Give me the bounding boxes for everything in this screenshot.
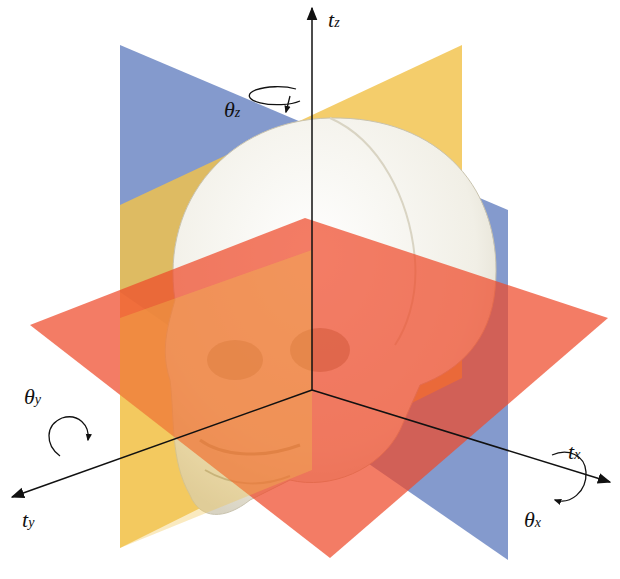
axis-label: θy bbox=[22, 385, 43, 409]
z-rotation-arc bbox=[249, 87, 300, 105]
z-axis bbox=[311, 8, 313, 390]
x-axis bbox=[312, 390, 610, 482]
y-rotation-arc bbox=[49, 417, 88, 456]
y-axis bbox=[12, 390, 312, 497]
axis-label: θx bbox=[522, 508, 543, 532]
z-rotation-arrow bbox=[286, 96, 290, 112]
axis-label: tz bbox=[326, 8, 342, 32]
axis-label: ty bbox=[20, 508, 36, 532]
yellow-plane-front bbox=[120, 250, 312, 548]
red-plane bbox=[30, 218, 608, 558]
axis-label: θz bbox=[222, 98, 242, 122]
axis-label: tx bbox=[566, 440, 582, 464]
